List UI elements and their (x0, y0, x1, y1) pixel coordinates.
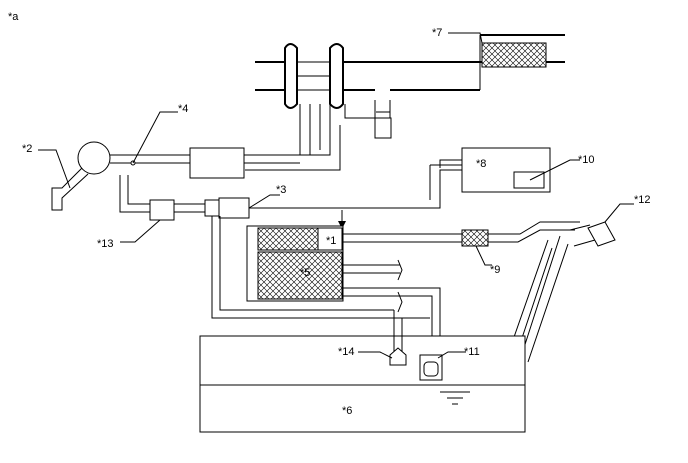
air-inlet-bulb (51, 141, 111, 211)
label-6: *6 (342, 405, 352, 417)
label-11: *11 (464, 346, 480, 358)
ecm-sub-module (513, 171, 545, 189)
cut-off-valve (389, 347, 407, 366)
air-cleaner-element (479, 34, 565, 90)
label-2: *2 (22, 143, 32, 155)
canister-filter (149, 199, 175, 221)
corner-label: *a (8, 11, 19, 23)
fuel-filler-inlet (505, 221, 616, 363)
label-4: *4 (178, 103, 188, 115)
fuel-level-valve (419, 354, 443, 381)
label-9: *9 (490, 264, 500, 276)
label-13: *13 (97, 238, 114, 250)
label-1: *1 (326, 235, 336, 247)
label-7: *7 (432, 27, 442, 39)
label-8: *8 (476, 158, 486, 170)
intake-manifold (255, 43, 480, 155)
pump-module (218, 197, 250, 219)
label-5: *5 (300, 267, 310, 279)
charcoal-canister (246, 225, 344, 302)
fuel-tank (199, 335, 526, 433)
label-12: *12 (634, 194, 651, 206)
fuel-vapor-filter (461, 229, 489, 247)
label-3: *3 (276, 184, 286, 196)
label-10: *10 (578, 154, 595, 166)
purge-vsv (374, 111, 392, 139)
silencer (189, 147, 245, 179)
pump-module-valve (204, 199, 220, 217)
label-14: *14 (338, 346, 355, 358)
